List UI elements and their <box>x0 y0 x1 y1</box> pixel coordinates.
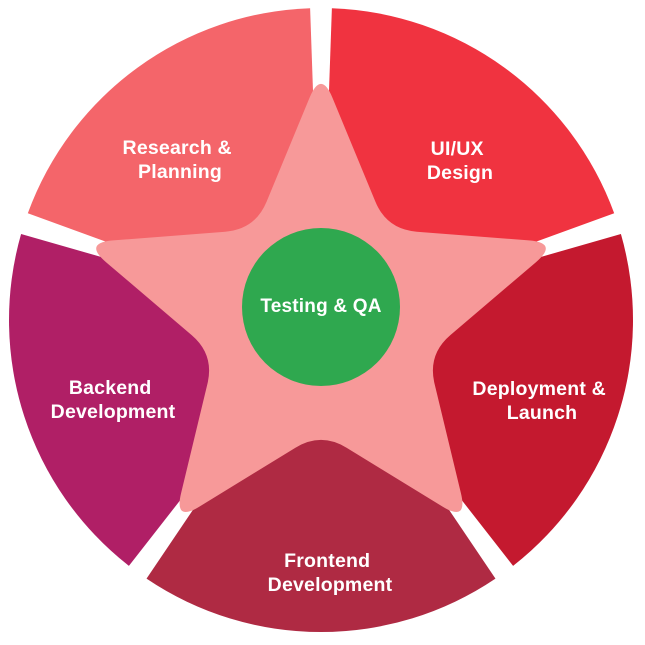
label-ui-ux-design-line1: UI/UX <box>431 138 484 160</box>
label-research-planning-line1: Research & <box>123 137 232 159</box>
center-hub-label: Testing & QA <box>260 296 381 317</box>
label-deployment-launch-line1: Deployment & <box>472 378 606 400</box>
label-frontend-development-line2: Development <box>268 574 393 596</box>
label-ui-ux-design-line2: Design <box>427 162 493 184</box>
label-frontend-development-line1: Frontend <box>284 550 370 572</box>
segment-labels: UI/UX Design Deployment & Launch Fronten… <box>51 137 611 596</box>
label-frontend-development: Frontend Development <box>268 550 393 596</box>
wedge-frontend-development[interactable] <box>146 320 496 633</box>
label-deployment-launch: Deployment & Launch <box>472 378 611 424</box>
label-research-planning-line2: Planning <box>138 161 222 183</box>
label-deployment-launch-line2: Launch <box>507 402 578 424</box>
label-backend-development: Backend Development <box>51 377 176 423</box>
label-backend-development-line1: Backend <box>69 377 152 399</box>
label-backend-development-line2: Development <box>51 401 176 423</box>
label-research-planning: Research & Planning <box>123 137 238 183</box>
label-ui-ux-design: UI/UX Design <box>427 138 493 184</box>
center-hub-circle[interactable] <box>242 228 400 386</box>
